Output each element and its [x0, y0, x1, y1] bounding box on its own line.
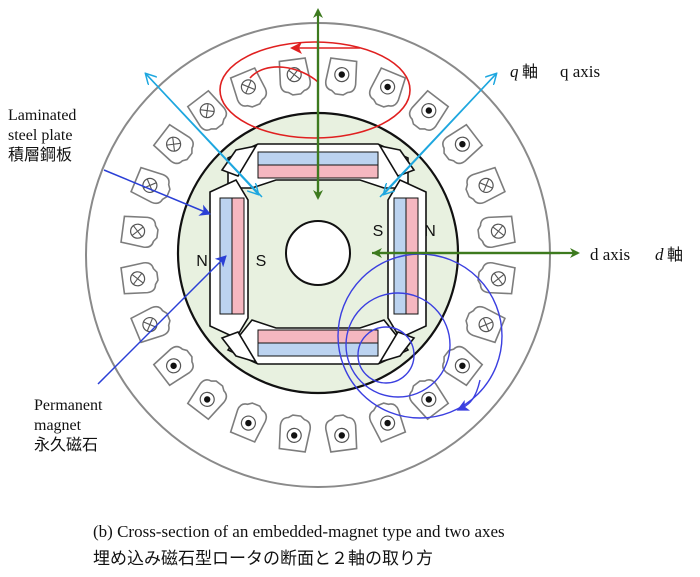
- stator-slot: [477, 261, 516, 295]
- stator-slot: [120, 215, 159, 249]
- pole-left-outer: N: [196, 253, 208, 270]
- caption-english: (b) Cross-section of an embedded-magnet …: [93, 522, 505, 541]
- d-axis-italic: d: [655, 245, 664, 264]
- magnet-bottom: [226, 319, 410, 365]
- stator-slot: [368, 67, 407, 108]
- stator-slot: [324, 414, 358, 453]
- shaft-hole: [285, 220, 351, 286]
- magnet-line-2: magnet: [34, 417, 82, 434]
- stator-slot: [152, 123, 194, 165]
- stator-slot: [130, 166, 171, 205]
- caption-japanese: 埋め込み磁石型ロータの断面と２軸の取り方: [93, 549, 433, 569]
- stator-slot: [120, 261, 159, 295]
- stator-slot: [152, 345, 194, 387]
- stator-slot: [324, 57, 358, 96]
- stator-slot: [477, 215, 516, 249]
- label-pointers: [97, 169, 227, 385]
- stator-slot: [408, 89, 450, 131]
- magnet-left: [209, 178, 249, 340]
- q-flux-loop: [219, 41, 411, 139]
- label-permanent-magnet: Permanent magnet 永久磁石: [34, 397, 103, 454]
- d-axis-en: d axis: [590, 245, 630, 264]
- stator-slot: [442, 345, 484, 387]
- stator-slot: [408, 379, 450, 421]
- laminated-line-1: Laminated: [8, 107, 76, 124]
- magnet-jp: 永久磁石: [34, 435, 98, 454]
- stator-slot: [442, 123, 484, 165]
- stator-slot: [465, 166, 506, 205]
- label-d-axis: d axis d 軸: [590, 245, 683, 264]
- laminated-line-2: steel plate: [8, 127, 72, 144]
- label-laminated-steel: Laminated steel plate 積層鋼板: [8, 107, 76, 164]
- magnet-right: [387, 178, 427, 340]
- stator-slot: [368, 402, 407, 443]
- stator-slot: [465, 305, 506, 344]
- pole-left-inner: S: [256, 253, 267, 270]
- q-axis-italic: q: [510, 62, 519, 81]
- pole-right-inner: S: [373, 223, 384, 240]
- stator-slot: [186, 379, 228, 421]
- rotor-corner-pockets: [220, 144, 416, 364]
- stator-slot: [229, 402, 268, 443]
- cyan-arrows: [146, 74, 496, 198]
- stator-slots: [120, 57, 516, 453]
- q-axis-en: q axis: [560, 62, 600, 81]
- d-axis-jp: 軸: [667, 245, 683, 264]
- laminated-jp: 積層鋼板: [8, 145, 72, 164]
- magnet-line-1: Permanent: [34, 397, 103, 414]
- stator-slot: [278, 414, 312, 453]
- label-q-axis: q 軸 q axis: [510, 62, 600, 81]
- q-axis-jp: 軸: [522, 62, 538, 81]
- pole-right-outer: N: [424, 223, 436, 240]
- stator-slot: [186, 89, 228, 131]
- stator-slot: [229, 67, 268, 108]
